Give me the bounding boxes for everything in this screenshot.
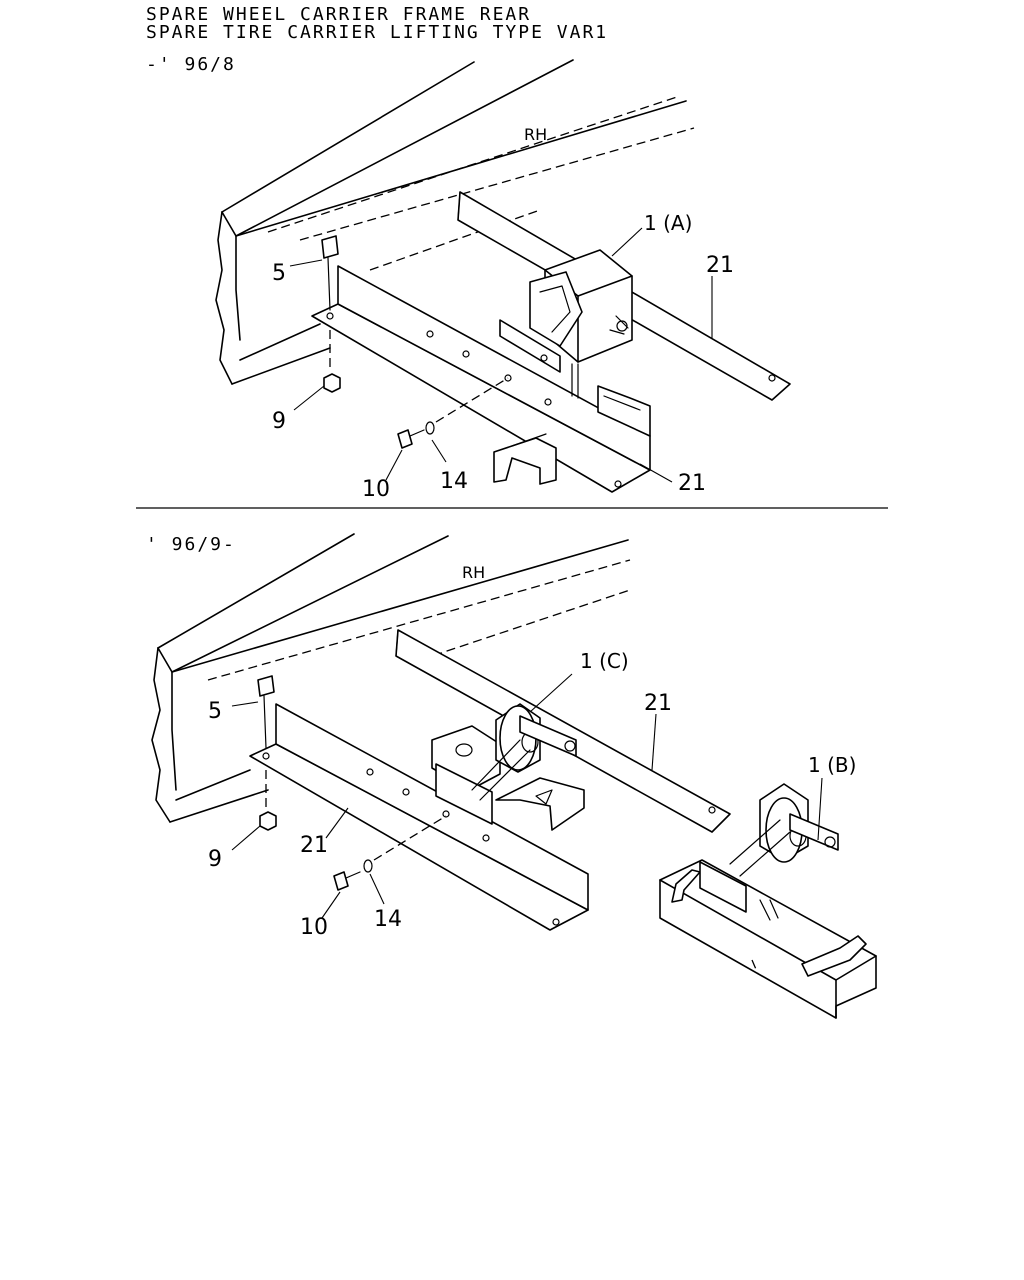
fasteners-top xyxy=(321,235,509,449)
title-line-1: SPARE WHEEL CARRIER FRAME REAR xyxy=(146,4,532,25)
callout-10-bottom: 10 xyxy=(300,915,328,940)
callout-1c: 1 (C) xyxy=(580,649,629,673)
top-panel-illustration: RH 1 (A) 21 21 5 9 10 14 xyxy=(215,59,791,502)
fasteners-bottom xyxy=(257,675,447,891)
callout-10-top: 10 xyxy=(362,477,390,502)
frame-rail-top xyxy=(215,59,695,385)
callout-9-top: 9 xyxy=(272,409,286,434)
frame-rail-bottom xyxy=(151,533,631,823)
callout-14-top: 14 xyxy=(440,469,468,494)
bottom-panel-illustration: RH 1 (C) 1 (B) 21 21 5 9 10 14 xyxy=(151,533,877,1019)
era-label-top: -' 96/8 xyxy=(146,54,236,75)
side-label-rh-top: RH xyxy=(524,125,547,144)
lower-bracket-top xyxy=(493,385,651,485)
winch-1b xyxy=(659,783,877,1019)
bar-21-front-bottom xyxy=(249,703,589,931)
callout-5-top: 5 xyxy=(272,261,286,286)
callout-21-rear-bottom: 21 xyxy=(644,691,672,716)
callout-21-front-bottom: 21 xyxy=(300,833,328,858)
winch-1c xyxy=(431,703,585,831)
era-label-bottom: ' 96/9- xyxy=(146,534,236,555)
callout-21-rear-top: 21 xyxy=(706,253,734,278)
side-label-rh-bottom: RH xyxy=(462,563,485,582)
title-line-2: SPARE TIRE CARRIER LIFTING TYPE VAR1 xyxy=(146,22,609,43)
callout-21-front-top: 21 xyxy=(678,471,706,496)
bar-21-rear-bottom xyxy=(395,629,731,833)
callout-1b: 1 (B) xyxy=(808,753,856,777)
callout-9-bottom: 9 xyxy=(208,847,222,872)
carrier-1a xyxy=(499,249,633,399)
callout-1a: 1 (A) xyxy=(644,211,692,235)
callout-5-bottom: 5 xyxy=(208,699,222,724)
callout-14-bottom: 14 xyxy=(374,907,402,932)
